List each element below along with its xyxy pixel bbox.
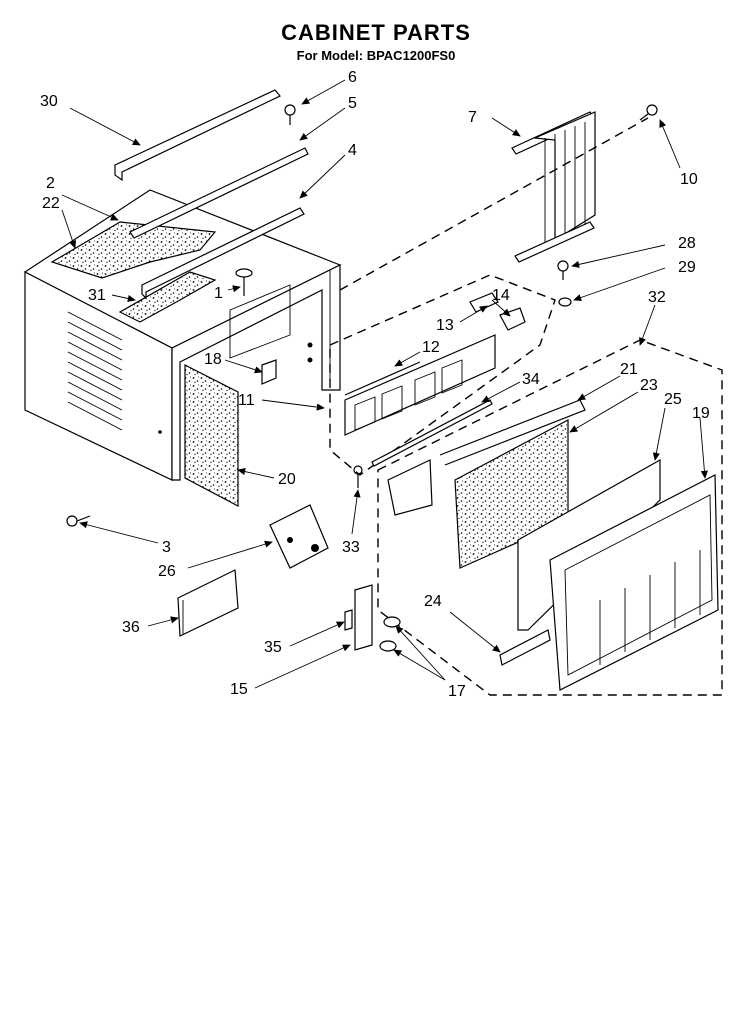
callout-33: 33: [342, 539, 360, 556]
rod-34: [371, 399, 493, 467]
callout-30: 30: [40, 93, 58, 110]
strip-24: [499, 629, 551, 666]
callout-5: 5: [348, 95, 357, 112]
bracket-18: [261, 359, 277, 385]
screw-6: [284, 104, 296, 125]
grommet-1: [235, 268, 253, 296]
top-insulation-31: [118, 271, 217, 323]
rail-5: [129, 147, 309, 239]
shaft-12: [344, 361, 421, 396]
filter-20: [184, 364, 239, 507]
diagram-title: CABINET PARTS: [281, 20, 471, 45]
side-rail-7: [511, 111, 596, 263]
top-insulation-22: [50, 221, 217, 279]
callout-22: 22: [42, 195, 60, 212]
callout-28: 28: [678, 235, 696, 252]
leader-lines: [61, 79, 708, 689]
grille-21: [387, 399, 586, 516]
screw-10: [639, 104, 658, 121]
callout-25: 25: [664, 391, 682, 408]
panel-36: [177, 569, 239, 637]
callout-18: 18: [204, 351, 222, 368]
callout-17: 17: [448, 683, 466, 700]
control-group-outline: [329, 274, 556, 476]
alignment-line: [339, 117, 649, 291]
callout-36: 36: [122, 619, 140, 636]
callout-7: 7: [468, 109, 477, 126]
control-panel-11: [344, 334, 496, 436]
diagram-subtitle: For Model: BPAC1200FS0: [296, 48, 456, 63]
rail-4: [141, 207, 305, 300]
callout-11: 11: [238, 392, 255, 409]
callout-3: 3: [162, 539, 171, 556]
fasteners-17: [379, 616, 401, 652]
switch-14: [499, 307, 526, 331]
screw-28: [557, 260, 569, 280]
callout-2: 2: [46, 175, 55, 192]
front-panel-19: [549, 474, 719, 691]
clip-26: [269, 504, 329, 569]
callout-24: 24: [424, 593, 442, 610]
callout-12: 12: [422, 339, 440, 356]
hinge-assembly-35: [344, 584, 373, 651]
rail-30: [114, 89, 281, 182]
callout-29: 29: [678, 259, 696, 276]
callout-4: 4: [348, 142, 357, 159]
callout-34: 34: [522, 371, 540, 388]
cabinet-louvers: [67, 311, 123, 431]
callout-20: 20: [278, 471, 296, 488]
callout-35: 35: [264, 639, 282, 656]
callout-6: 6: [348, 69, 357, 86]
callout-19: 19: [692, 405, 710, 422]
callout-15: 15: [230, 681, 248, 698]
callout-13: 13: [436, 317, 454, 334]
callout-21: 21: [620, 361, 638, 378]
callout-14: 14: [492, 287, 510, 304]
callout-labels: 30 6 5 7 10 4 2 22 28 29 14 32 31 1 13 1…: [40, 69, 710, 700]
screw-3: [66, 515, 91, 527]
callout-1: 1: [214, 285, 223, 302]
callout-26: 26: [158, 563, 176, 580]
screw-33: [353, 465, 363, 488]
callout-10: 10: [680, 171, 698, 188]
callout-23: 23: [640, 377, 658, 394]
washer-29: [558, 297, 572, 307]
callout-31: 31: [88, 287, 106, 304]
callout-32: 32: [648, 289, 666, 306]
knob-13: [469, 292, 499, 313]
